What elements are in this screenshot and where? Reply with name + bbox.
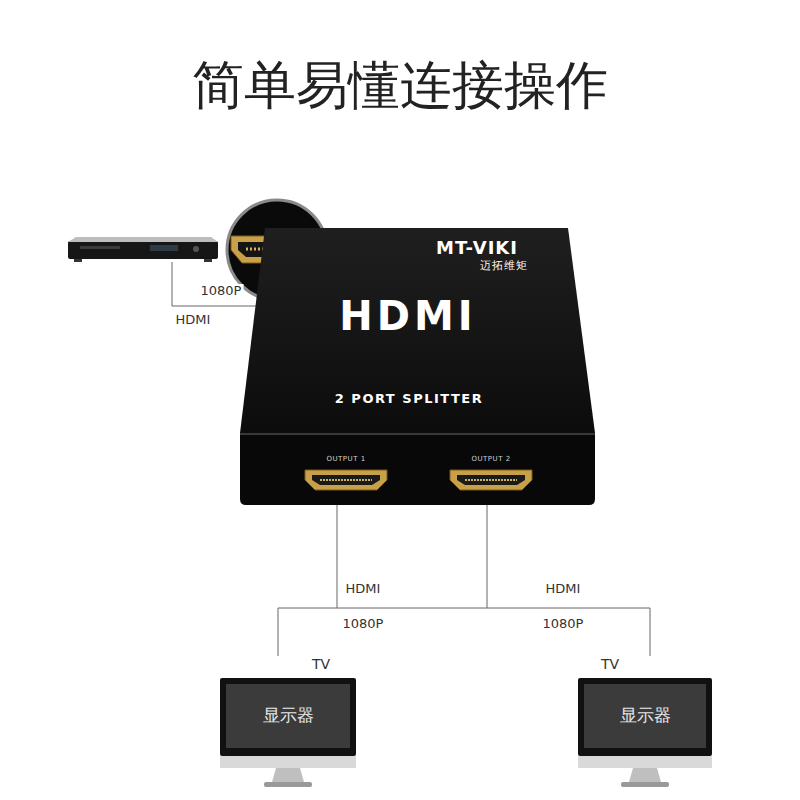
splitter-box: MT-VIKI迈拓维矩 HDMI 2 PORT SPLITTER OUTPUT 1 OU… [238,225,598,510]
signal-label: 1080P [341,617,386,632]
page-title: 简单易懂连接操作 [192,56,608,116]
monitor-neck [629,768,661,782]
monitor-bezel [578,678,712,756]
player-foot [204,259,212,262]
player-tray [80,246,120,249]
monitor-chin [220,756,356,768]
monitor-screen [584,684,706,748]
player-foot [74,259,82,262]
monitor: TV 显示器 [220,656,356,790]
port-slot [457,475,525,485]
player-display [150,245,178,251]
monitor: TV 显示器 [578,656,712,790]
output-port: OUTPUT 2 [445,452,537,495]
hdmi-cable [278,495,337,656]
box-edge [240,433,595,435]
signal-label: 1080P [541,617,586,632]
monitor-base [621,782,669,787]
screen-label: 显示器 [620,706,671,726]
monitor-screen [226,684,350,748]
box-top [240,228,595,433]
brand-name: MT-VIKI [436,238,518,259]
dvd-player [68,237,218,262]
port-label: OUTPUT 1 [326,455,365,463]
cable-label: HDMI [544,582,583,597]
bus-line [337,608,487,609]
hdmi-port [450,470,532,490]
box-front [240,433,595,505]
monitor-chin [578,756,712,768]
brand-chinese: 迈拓维矩 [480,260,528,273]
monitor-base [264,782,312,787]
hdmi-cable [487,495,650,656]
port-label: OUTPUT 2 [471,455,510,463]
port-pins [465,479,517,481]
player-button [193,246,199,252]
output-port: OUTPUT 1 [300,452,392,495]
monitor-neck [272,768,304,782]
port-pins [320,479,372,481]
monitor-bezel [220,678,356,756]
signal-label: HDMI [174,313,213,328]
player-body [68,241,218,259]
signal-label: 1080P [199,284,244,299]
cable-label: HDMI [344,582,383,597]
player-top [68,237,218,242]
hdmi-logo: HDMI [339,293,476,339]
screen-label: 显示器 [263,706,314,726]
device-heading: TV [601,656,619,672]
device-heading: TV [312,656,330,672]
product-name: 2 PORT SPLITTER [335,392,483,407]
splitter-outline [238,225,598,510]
hdmi-port [305,470,387,490]
port-slot [312,475,380,485]
